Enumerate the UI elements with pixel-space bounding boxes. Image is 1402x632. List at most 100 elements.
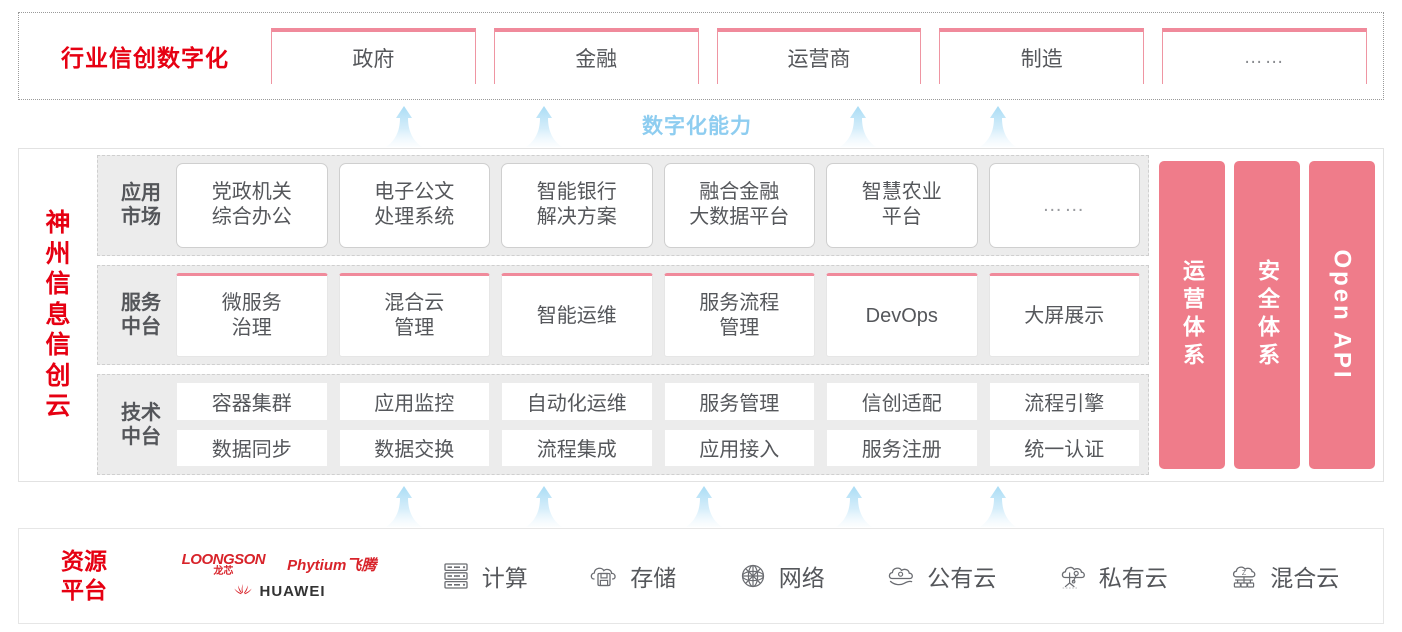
resource-title-line1: 资源 (61, 548, 107, 575)
industry-card-telecom[interactable]: 运营商 (716, 28, 922, 84)
resource-item-hybrid-cloud[interactable]: Z 混合云 (1227, 559, 1339, 593)
resource-item-compute[interactable]: 计算 (439, 559, 528, 593)
panel-operations-system[interactable]: 运营体系 (1159, 161, 1225, 469)
tech-card-process-engine[interactable]: 流程引擎 (988, 382, 1140, 421)
cloud-title-char: 云 (45, 392, 71, 421)
panel-open-api[interactable]: Open API (1309, 161, 1375, 469)
tech-card-process-integration[interactable]: 流程集成 (501, 428, 653, 468)
cloud-storage-icon (587, 559, 621, 593)
layer-label-line1: 应用 (121, 182, 161, 205)
up-arrow-icon (682, 486, 726, 528)
service-card-line2: 治理 (231, 317, 272, 339)
tech-card-container-cluster[interactable]: 容器集群 (176, 382, 328, 421)
service-card-hybrid-cloud-mgmt[interactable]: 混合云 管理 (338, 272, 490, 358)
resource-item-private-cloud[interactable]: 私有云 (1056, 559, 1168, 593)
service-card-microservice-governance[interactable]: 微服务 治理 (176, 272, 328, 358)
up-arrow-icon (382, 486, 426, 528)
app-card-finance-bigdata[interactable]: 融合金融 大数据平台 (663, 163, 815, 248)
cloud-layer-rows: 应用 市场 党政机关 综合办公 电子公文 (97, 155, 1149, 476)
layer-label-line2: 中台 (121, 425, 161, 448)
private-cloud-icon (1056, 559, 1090, 593)
app-card-more[interactable]: …… (988, 163, 1140, 248)
tech-card-data-sync[interactable]: 数据同步 (176, 428, 328, 468)
resource-title-line2: 平台 (61, 577, 107, 603)
capability-label: 数字化能力 (642, 115, 752, 138)
cloud-title-char: 息 (45, 300, 71, 329)
public-cloud-icon (884, 559, 918, 593)
resource-item-storage[interactable]: 存储 (587, 559, 676, 593)
layer-label-line1: 技术 (121, 401, 161, 424)
service-card-line1: DevOps (865, 304, 938, 327)
layer-label-line2: 中台 (121, 316, 161, 338)
up-arrow-icon (976, 106, 1020, 148)
app-card-line1: 党政机关 (211, 181, 292, 204)
network-mesh-icon (736, 559, 770, 593)
app-card-line1: 智慧农业 (861, 181, 942, 204)
industry-digitalization-band: 行业信创数字化 政府 金融 运营商 制造 …… (18, 12, 1384, 100)
tech-card-service-management[interactable]: 服务管理 (663, 382, 815, 421)
resource-item-network[interactable]: 网络 (736, 559, 825, 593)
application-card-list: 党政机关 综合办公 电子公文 处理系统 智能银行 (176, 156, 1140, 255)
up-arrow-icon (522, 486, 566, 528)
svg-text:Z: Z (1242, 570, 1247, 577)
technology-card-grid: 容器集群 应用监控 自动化运维 服务管理 信创适配 流程引擎 数据同步 数据交换… (176, 375, 1140, 474)
up-arrow-icon (522, 106, 566, 148)
up-arrow-icon (976, 486, 1020, 528)
tech-card-data-exchange[interactable]: 数据交换 (338, 428, 490, 468)
service-card-line2: 管理 (719, 317, 760, 339)
layer-label-line1: 服务 (121, 292, 161, 314)
industry-card-more[interactable]: …… (1162, 28, 1367, 84)
service-card-process-management[interactable]: 服务流程 管理 (663, 272, 815, 358)
app-card-smart-banking[interactable]: 智能银行 解决方案 (501, 163, 653, 248)
panel-security-system[interactable]: 安全体系 (1234, 161, 1300, 469)
app-card-government-office[interactable]: 党政机关 综合办公 (176, 163, 328, 248)
resource-item-label: 存储 (630, 565, 677, 591)
loongson-logo: LOONGSON 龙芯 (182, 552, 266, 577)
loongson-logo-cn: 龙芯 (213, 565, 234, 577)
tech-card-automated-ops[interactable]: 自动化运维 (501, 382, 653, 421)
layer-label-line2: 市场 (121, 206, 161, 229)
service-card-line1: 大屏展示 (1024, 304, 1105, 327)
tech-card-xinchuang-adaptation[interactable]: 信创适配 (826, 382, 978, 421)
industry-card-finance[interactable]: 金融 (493, 28, 699, 84)
service-card-aiops[interactable]: 智能运维 (501, 272, 653, 358)
resource-platform-band: 资源 平台 LOONGSON 龙芯 Phytium飞腾 (18, 528, 1384, 624)
service-card-devops[interactable]: DevOps (826, 272, 978, 358)
app-card-smart-agriculture[interactable]: 智慧农业 平台 (826, 163, 978, 248)
huawei-flower-icon (233, 583, 253, 601)
cloud-band-title: 神 州 信 息 信 创 云 (19, 149, 97, 481)
tech-card-app-access[interactable]: 应用接入 (663, 428, 815, 468)
resource-item-public-cloud[interactable]: 公有云 (884, 559, 996, 593)
industry-card-government[interactable]: 政府 (271, 28, 476, 84)
capability-arrow-row-top: 数字化能力 (0, 104, 1402, 148)
tech-card-unified-auth[interactable]: 统一认证 (988, 428, 1140, 468)
up-arrow-icon (832, 486, 876, 528)
tech-card-service-registry[interactable]: 服务注册 (826, 428, 978, 468)
app-card-line1: …… (1042, 193, 1087, 216)
industry-card-manufacturing[interactable]: 制造 (939, 28, 1145, 84)
app-card-line2: 大数据平台 (689, 206, 790, 229)
panel-label: Open API (1329, 249, 1356, 381)
app-card-line1: 融合金融 (699, 181, 780, 204)
tech-card-app-monitoring[interactable]: 应用监控 (338, 382, 490, 421)
service-card-line2: 管理 (394, 317, 435, 339)
vendor-logo-row-upper: LOONGSON 龙芯 Phytium飞腾 (182, 552, 377, 577)
up-arrow-icon (836, 106, 880, 148)
app-card-line2: 处理系统 (374, 206, 455, 229)
cloud-title-char: 州 (45, 239, 71, 268)
server-icon (439, 559, 473, 593)
industry-card-label: 制造 (1020, 48, 1063, 71)
industry-card-label: 金融 (575, 48, 618, 71)
capability-arrow-row-bottom (0, 484, 1402, 528)
industry-card-list: 政府 金融 运营商 制造 …… (271, 28, 1383, 84)
service-card-line1: 混合云 (384, 292, 445, 314)
resource-item-label: 计算 (481, 565, 528, 591)
resource-item-label: 公有云 (927, 565, 997, 591)
app-card-e-document-system[interactable]: 电子公文 处理系统 (338, 163, 490, 248)
shenzhou-xinchuang-cloud-band: 神 州 信 息 信 创 云 应用 市场 党政机关 (18, 148, 1384, 482)
layer-label-technology-platform: 技术 中台 (106, 401, 176, 449)
industry-card-label: …… (1243, 47, 1286, 68)
resource-platform-title: 资源 平台 (19, 547, 149, 605)
service-card-dashboard[interactable]: 大屏展示 (988, 272, 1140, 358)
